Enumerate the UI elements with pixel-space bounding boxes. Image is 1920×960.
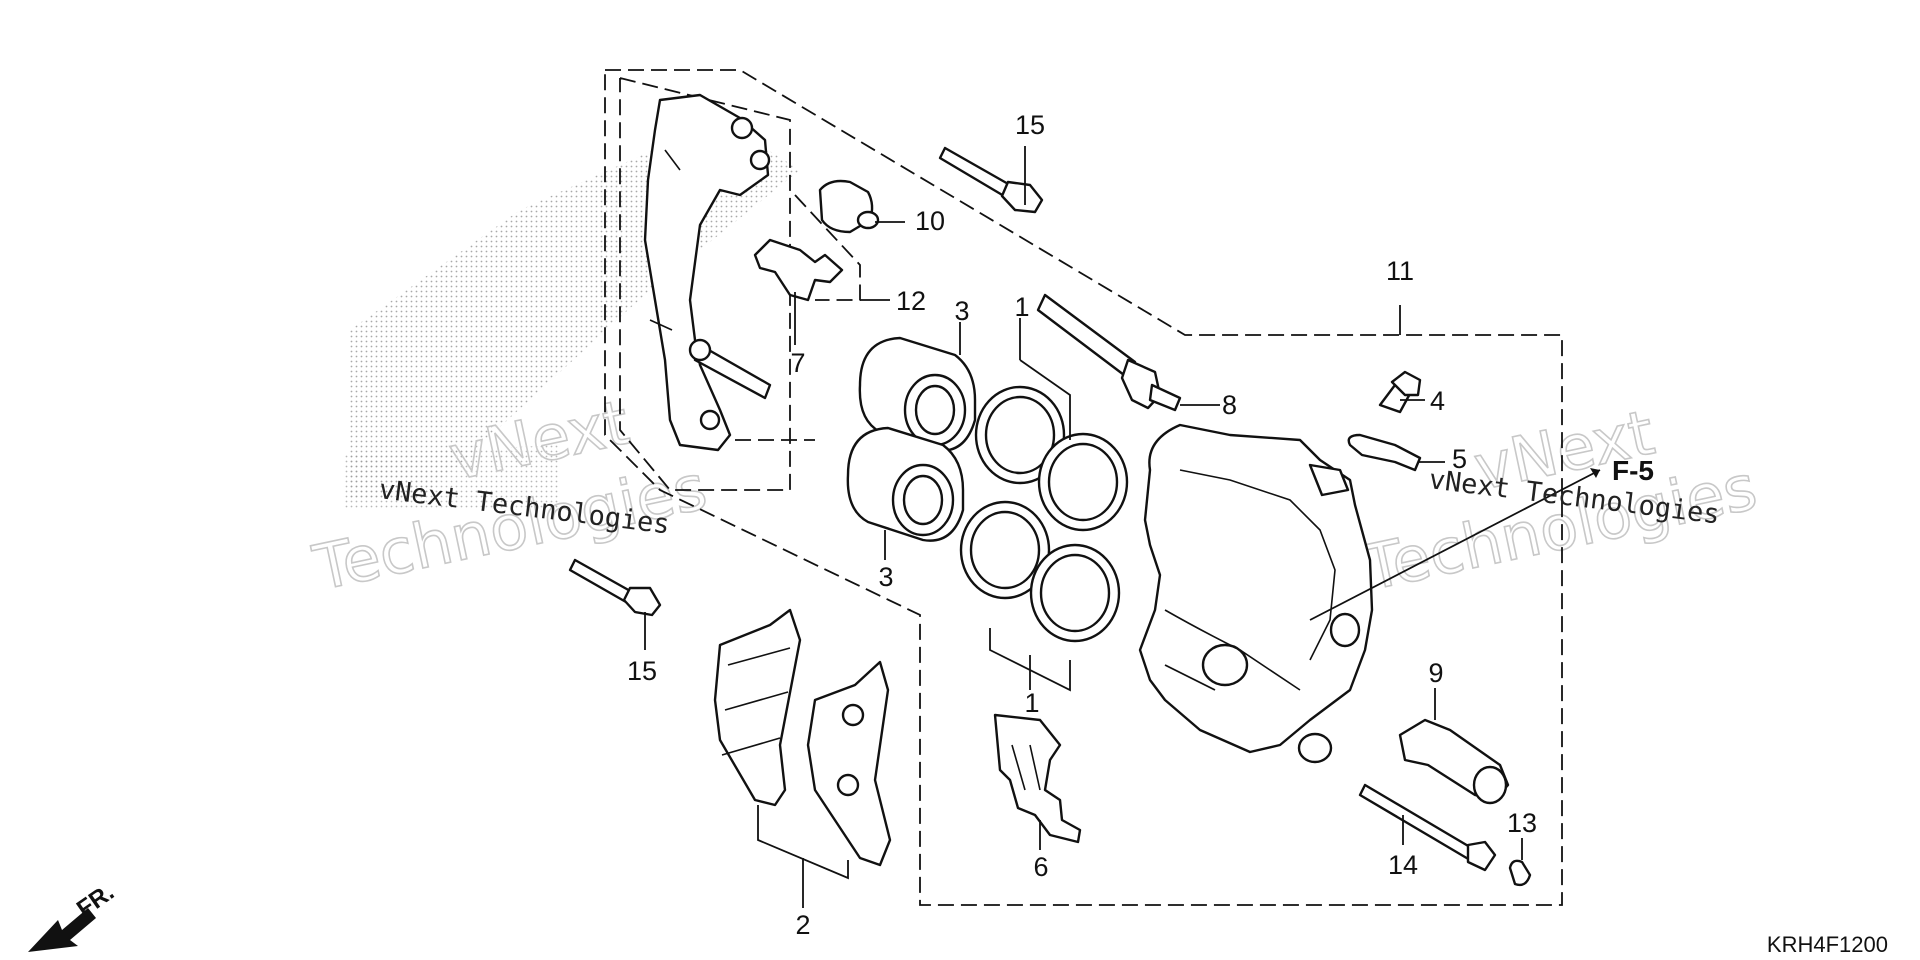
callout-15-top: 15 [1015,110,1045,140]
callout-9: 9 [1428,658,1443,688]
callout-1-bottom: 1 [1024,688,1039,718]
callout-6: 6 [1033,852,1048,882]
callout-13: 13 [1507,808,1537,838]
clip-13 [1508,859,1532,887]
bolt-15-top [938,146,1044,214]
callout-15-bottom: 15 [627,656,657,686]
reference-label: F-5 [1612,455,1654,486]
callout-2: 2 [795,910,810,940]
slide-pin-8 [1036,293,1182,412]
bleeder-valve-4 [1378,370,1422,414]
callout-3-top: 3 [954,296,969,326]
callout-1-top: 1 [1014,292,1029,322]
pistons-3 [846,336,977,542]
front-direction-arrow-icon [28,908,96,952]
callout-10: 10 [915,206,945,236]
bolt-15-bottom [568,558,662,617]
caliper-body [1138,423,1374,764]
brake-pads-2 [713,608,892,867]
leader-lines [644,146,1601,908]
callout-8: 8 [1222,390,1237,420]
pad-spring-7 [753,238,844,302]
pin-9 [1398,718,1510,805]
callout-7: 7 [790,348,805,378]
caliper-bracket [643,93,772,452]
callouts: 1 1 2 3 3 4 5 6 7 8 9 10 11 12 13 14 15 … [627,110,1537,940]
assembly-outlines [604,69,1563,906]
callout-11: 11 [1386,256,1414,286]
piston-seals-1 [959,385,1129,643]
callout-14: 14 [1388,850,1418,880]
callout-3-bottom: 3 [878,562,893,592]
pin-boot-10 [818,179,880,234]
callout-5: 5 [1452,444,1467,474]
pad-retainer-6 [993,713,1082,844]
bleeder-cap-5 [1347,433,1422,472]
callout-4: 4 [1430,386,1445,416]
pad-pin-14 [1358,783,1497,872]
diagram-code: KRH4F1200 [1767,932,1888,957]
callout-12: 12 [896,286,926,316]
